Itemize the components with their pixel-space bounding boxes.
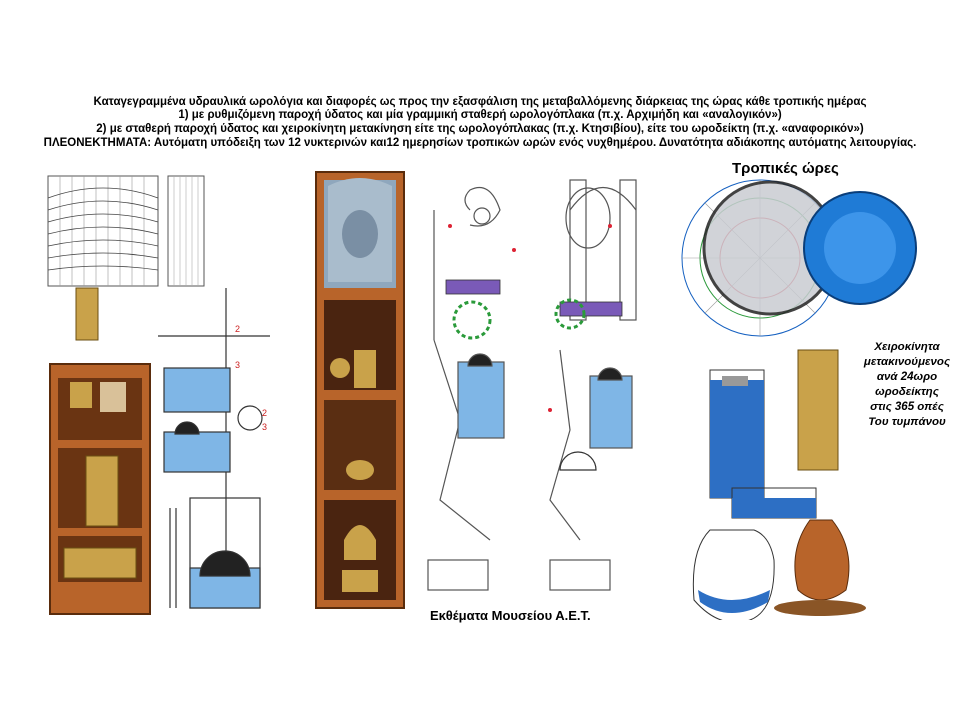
mark-2a: 2: [235, 324, 240, 334]
tropical-hours-dial: [681, 179, 917, 337]
wooden-cabinet: [49, 363, 151, 615]
hand-note-line: Χειροκίνητα: [874, 341, 940, 353]
hand-note-line: Του τυμπάνου: [868, 416, 946, 428]
brass-cylinder: [75, 287, 99, 341]
hand-note-line: ανά 24ωρο: [876, 371, 938, 383]
mark-2b: 2: [262, 408, 267, 418]
right-apparatus: [692, 349, 866, 620]
mark-3b: 3: [262, 422, 267, 432]
hand-moved-pointer-note: Χειροκίνητα μετακινούμενος ανά 24ωρο ωρο…: [862, 340, 952, 430]
hour-chart-plate: [47, 175, 205, 287]
mark-3a: 3: [235, 360, 240, 370]
zeus-face-relief: [342, 210, 378, 258]
schematic-middle: [427, 179, 637, 591]
header-line-2: 2) με σταθερή παροχή ύδατος και χειροκίν…: [96, 123, 864, 135]
schematic-left: [158, 288, 270, 609]
header-advantages: ΠΛΕΟΝΕΚΤΗΜΑΤΑ: Αυτόματη υπόδειξη των 12 …: [43, 137, 917, 149]
tropical-hours-title: Τροπικές ώρες: [732, 160, 839, 177]
header-line-1: 1) με ρυθμιζόμενη παροχή ύδατος και μία …: [178, 109, 782, 121]
left-clock-panel: 2 3 2 3: [47, 175, 270, 615]
hand-note-line: στις 365 οπές: [870, 401, 944, 413]
hand-note-line: μετακινούμενος: [863, 356, 951, 368]
museum-tall-clock: [315, 171, 405, 609]
hand-note-line: ωροδείκτης: [875, 386, 939, 398]
museum-exhibits-caption: Εκθέματα Μουσείου Α.Ε.Τ.: [430, 608, 591, 623]
header-title: Καταγεγραμμένα υδραυλικά ωρολόγια και δι…: [93, 96, 867, 108]
